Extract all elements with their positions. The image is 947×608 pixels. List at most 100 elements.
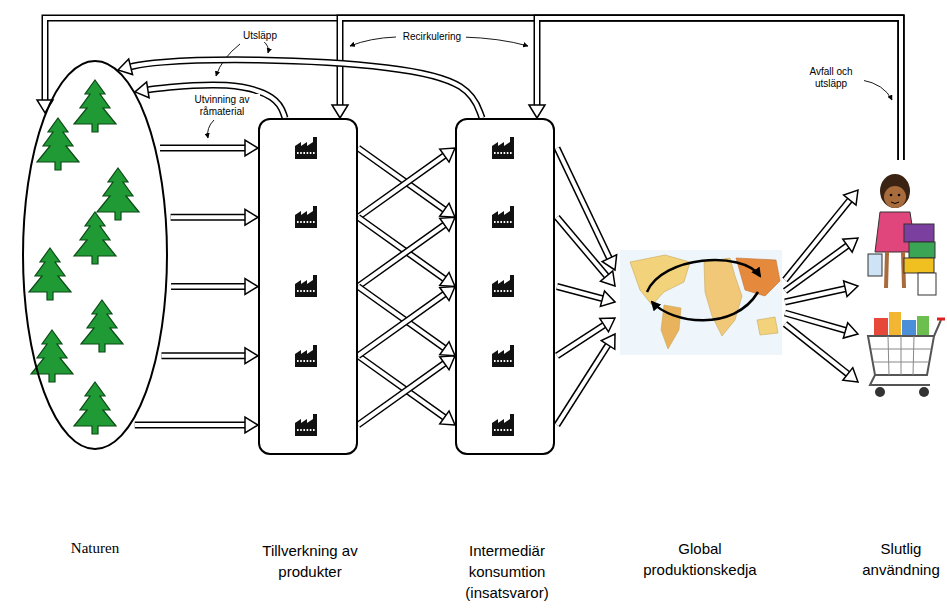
leader-lines — [208, 37, 892, 138]
arrow-outline — [557, 148, 609, 258]
node-caption: Global produktionskedja — [635, 538, 765, 580]
arrow-inner — [358, 287, 444, 349]
flow-arrow — [358, 148, 455, 217]
arrow-inner — [171, 215, 245, 219]
arrow-outline — [358, 363, 444, 425]
trees — [29, 80, 139, 434]
arrow-head — [843, 368, 858, 382]
arrow-outline — [131, 60, 482, 118]
arrow-head — [245, 417, 258, 433]
arrow-head — [600, 291, 615, 306]
flow-arrow — [358, 217, 455, 286]
world-map — [620, 250, 782, 355]
arrow-head — [601, 334, 615, 349]
arrow-outline — [557, 345, 608, 425]
flow-arrow — [785, 281, 858, 302]
arrow-inner — [171, 285, 245, 289]
arrow-outline — [171, 283, 245, 290]
flow-arrow — [162, 348, 258, 364]
flow-arrow — [557, 287, 615, 307]
callout-label: Utsläpp — [236, 30, 284, 42]
flow-arrow — [171, 279, 258, 295]
arrow-inner — [160, 146, 245, 150]
arrow-head — [529, 105, 545, 118]
arrow-head — [440, 287, 455, 301]
arrow-inner — [131, 60, 482, 118]
arrow-outline — [557, 325, 604, 356]
arrow-inner — [557, 325, 604, 356]
arrow-outline — [358, 225, 444, 287]
arrow-head — [245, 279, 258, 295]
flow-arrow — [557, 334, 615, 425]
arrow-head — [602, 255, 616, 270]
node-caption: Intermediär konsumtion (insatsvaror) — [447, 540, 567, 603]
flow-arrow — [785, 324, 858, 382]
arrow-outline — [557, 217, 607, 276]
flow-arrow — [135, 82, 285, 118]
arrow-inner — [358, 356, 444, 418]
flow-arrow — [118, 59, 482, 118]
arrow-head — [37, 100, 53, 113]
flow-arrow — [37, 18, 901, 160]
arrow-outline — [785, 324, 848, 374]
flow-arrow — [358, 356, 455, 425]
flow-arrow — [171, 209, 258, 225]
shopper — [868, 174, 936, 295]
arrow-head — [440, 217, 455, 231]
arrow-outline — [785, 289, 845, 302]
flow-arrow — [358, 148, 455, 217]
process-box: Intermediär konsumtion (insatsvaror) — [455, 118, 555, 455]
arrow-inner — [135, 423, 245, 427]
flow-arrow — [160, 140, 258, 156]
flow-arrow — [135, 417, 258, 433]
arrow-head — [440, 356, 455, 370]
callout-label: Avfall och utsläpp — [798, 66, 864, 90]
node-caption: Tillverkning av produkter — [245, 540, 375, 582]
nature-ellipse: Naturen — [22, 60, 168, 450]
arrow-inner — [358, 294, 444, 356]
arrow-outline — [135, 422, 245, 429]
arrow-head — [245, 209, 258, 225]
arrow-head — [332, 105, 348, 118]
arrow-outline — [160, 145, 245, 152]
flow-arrow — [529, 18, 901, 160]
node-caption: Naturen — [50, 538, 140, 559]
flow-arrow — [358, 356, 455, 425]
flow-arrow — [358, 287, 455, 356]
arrow-head — [600, 318, 615, 332]
callout-label: Recirkulering — [398, 31, 466, 43]
shopping-cart — [868, 312, 945, 397]
arrow-inner — [45, 18, 901, 160]
arrow-inner — [785, 289, 845, 302]
arrow-outline — [358, 156, 444, 218]
arrow-inner — [557, 287, 602, 299]
flow-arrow — [557, 217, 615, 286]
ellipse-outline — [22, 60, 168, 450]
process-box: Tillverkning av produkter — [258, 118, 358, 455]
arrow-inner — [557, 217, 607, 276]
arrow-head — [440, 203, 455, 217]
consumer-area: Slutlig användning — [858, 160, 944, 415]
arrow-inner — [785, 324, 848, 374]
arrow-inner — [358, 363, 444, 425]
flow-arrow — [332, 18, 901, 160]
arrow-head — [440, 411, 455, 425]
arrow-inner — [785, 246, 847, 291]
arrow-head — [118, 59, 133, 75]
arrow-outline — [162, 352, 245, 359]
arrow-outline — [785, 246, 847, 291]
arrow-inner — [148, 85, 285, 118]
arrow-inner — [340, 18, 901, 160]
flow-arrow — [358, 217, 455, 286]
arrow-inner — [537, 18, 901, 160]
arrow-head — [245, 140, 258, 156]
arrow-outline — [358, 217, 444, 279]
arrow-inner — [358, 225, 444, 287]
arrow-head — [440, 272, 455, 286]
arrow-outline — [537, 18, 901, 160]
arrow-inner — [557, 345, 608, 425]
arrow-outline — [171, 214, 245, 221]
arrow-head — [844, 190, 858, 205]
arrow-head — [844, 281, 858, 297]
